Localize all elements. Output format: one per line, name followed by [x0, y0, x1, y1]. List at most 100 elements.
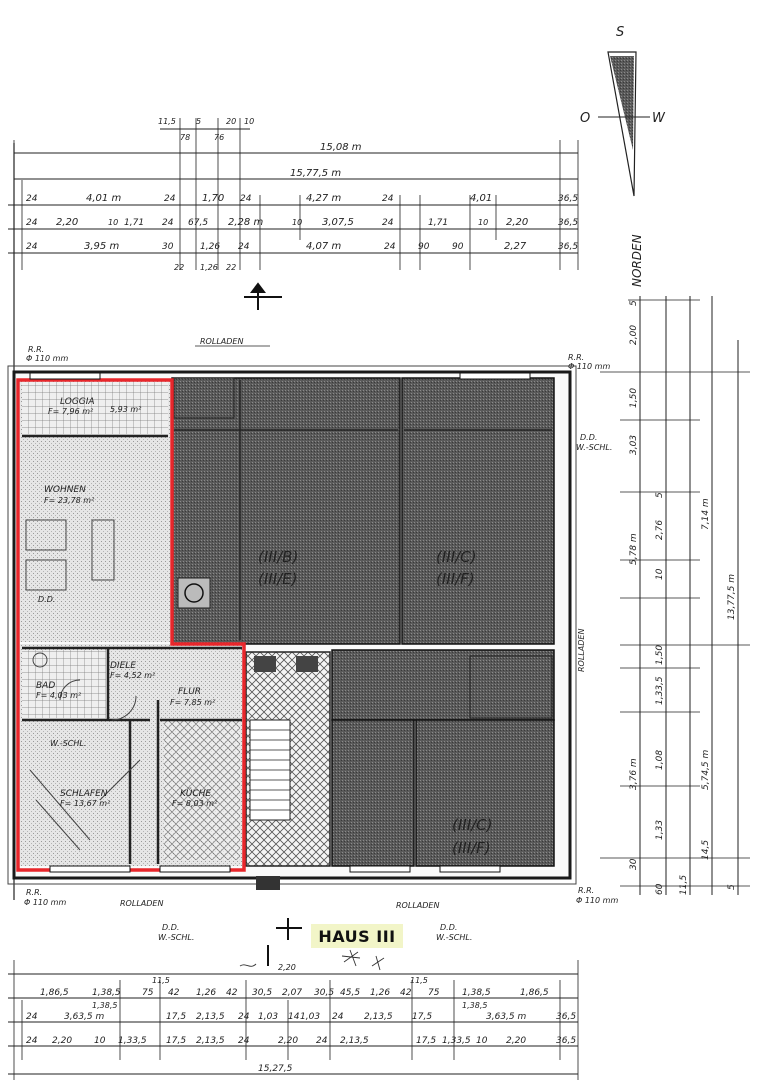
- unit-f-bottom-label: (III/F): [452, 839, 491, 857]
- svg-text:24: 24: [238, 242, 250, 252]
- svg-text:W.-SCHL.: W.-SCHL.: [50, 739, 86, 748]
- apartment-c-f-bottom: [331, 649, 555, 867]
- svg-text:22: 22: [226, 263, 236, 272]
- svg-text:1,03: 1,03: [300, 1012, 320, 1022]
- unit-labels: (III/B) (III/E) (III/C) (III/F) (III/C) …: [258, 548, 493, 857]
- svg-text:2,00: 2,00: [629, 325, 639, 345]
- svg-text:15,27,5: 15,27,5: [258, 1064, 293, 1074]
- unit-b-label: (III/B): [258, 548, 298, 566]
- compass-north: NORDEN: [630, 234, 644, 287]
- svg-text:10: 10: [292, 218, 302, 227]
- svg-text:15,77,5 m: 15,77,5 m: [290, 168, 341, 179]
- svg-text:F= 8,03 m²: F= 8,03 m²: [172, 799, 218, 808]
- svg-text:13,77,5 m: 13,77,5 m: [727, 574, 737, 620]
- svg-text:24: 24: [240, 194, 252, 204]
- svg-text:1,33,5: 1,33,5: [118, 1036, 147, 1046]
- svg-text:17,5: 17,5: [166, 1012, 186, 1022]
- svg-text:F= 4,03 m²: F= 4,03 m²: [36, 691, 82, 700]
- svg-text:4,07 m: 4,07 m: [306, 241, 341, 252]
- svg-text:F= 4,52 m²: F= 4,52 m²: [110, 671, 156, 680]
- svg-text:90: 90: [452, 242, 464, 252]
- top-dimension-labels: 11,5 5 20 10 78 76 15,08 m 15,77,5 m 24 …: [26, 117, 578, 272]
- svg-text:60: 60: [655, 883, 665, 895]
- svg-text:14: 14: [288, 1012, 300, 1022]
- svg-text:1,03: 1,03: [258, 1012, 278, 1022]
- svg-text:42: 42: [168, 988, 180, 998]
- svg-text:1,86,5: 1,86,5: [40, 988, 69, 998]
- svg-text:2,27: 2,27: [504, 241, 527, 252]
- svg-text:3,95 m: 3,95 m: [84, 241, 119, 252]
- svg-text:24: 24: [238, 1012, 250, 1022]
- svg-text:1,50: 1,50: [629, 388, 639, 408]
- svg-text:24: 24: [332, 1012, 344, 1022]
- svg-text:3,63,5 m: 3,63,5 m: [64, 1012, 104, 1022]
- svg-text:36,5: 36,5: [556, 1012, 576, 1022]
- svg-text:90: 90: [418, 242, 430, 252]
- svg-text:5,74,5 m: 5,74,5 m: [701, 750, 711, 790]
- svg-text:14,5: 14,5: [701, 840, 711, 860]
- svg-text:5: 5: [727, 884, 737, 890]
- svg-text:3,03: 3,03: [629, 435, 639, 455]
- scribble-marks: [239, 949, 385, 971]
- svg-text:5: 5: [655, 492, 665, 498]
- svg-text:2,20: 2,20: [506, 217, 528, 228]
- building-label: HAUS III: [311, 924, 403, 948]
- room-loggia: LOGGIA: [60, 397, 95, 407]
- svg-text:1,86,5: 1,86,5: [520, 988, 549, 998]
- window-bars: [29, 372, 531, 873]
- svg-text:24: 24: [26, 242, 38, 252]
- room-kueche: KÜCHE: [180, 788, 211, 799]
- unit-f-label: (III/F): [436, 570, 475, 588]
- svg-text:11,5: 11,5: [152, 976, 170, 985]
- rolladen-top-label: ROLLADEN: [200, 337, 243, 346]
- room-schlafen: SCHLAFEN: [60, 789, 108, 799]
- right-dimension-labels: 5 2,00 1,50 3,03 5 2,76 10 5,78 m 7,14 m…: [629, 300, 737, 895]
- svg-text:36,5: 36,5: [558, 242, 578, 252]
- svg-text:36,5: 36,5: [558, 194, 578, 204]
- svg-text:1,33,5: 1,33,5: [442, 1036, 471, 1046]
- svg-text:R.R.: R.R.: [568, 353, 584, 362]
- rolladen-bottom-label: ROLLADEN: [396, 901, 439, 910]
- svg-text:1,26: 1,26: [196, 988, 216, 998]
- svg-text:1,38,5: 1,38,5: [462, 988, 491, 998]
- bottom-dimensions: [8, 960, 579, 1080]
- unit-e-label: (III/E): [258, 570, 298, 588]
- svg-text:4,27 m: 4,27 m: [306, 193, 341, 204]
- svg-text:D.D.: D.D.: [580, 433, 597, 442]
- svg-text:R.R.: R.R.: [26, 888, 42, 897]
- compass: S O W NORDEN: [580, 25, 666, 287]
- svg-text:4,01 m: 4,01 m: [86, 193, 121, 204]
- svg-text:1,38,5: 1,38,5: [462, 1001, 487, 1010]
- svg-text:42: 42: [400, 988, 412, 998]
- highlight-outline: [16, 378, 246, 872]
- compass-west: W: [652, 111, 666, 126]
- svg-text:F= 13,67 m²: F= 13,67 m²: [60, 799, 111, 808]
- svg-text:1,26: 1,26: [200, 263, 218, 272]
- room-wohnen: WOHNEN: [44, 485, 86, 495]
- svg-text:D.D.: D.D.: [38, 595, 55, 604]
- svg-text:Φ 110 mm: Φ 110 mm: [568, 362, 610, 371]
- svg-text:1,71: 1,71: [124, 218, 144, 228]
- svg-text:5: 5: [196, 117, 201, 126]
- svg-text:5,93 m²: 5,93 m²: [110, 405, 142, 414]
- svg-text:F= 23,78 m²: F= 23,78 m²: [44, 496, 95, 505]
- room-diele: DIELE: [110, 661, 136, 671]
- svg-text:1,70: 1,70: [202, 193, 224, 204]
- room-labels: LOGGIA F= 7,96 m² 5,93 m² WOHNEN F= 23,7…: [36, 397, 218, 808]
- svg-text:42: 42: [226, 988, 238, 998]
- svg-text:24: 24: [26, 1012, 38, 1022]
- room-bad: BAD: [36, 681, 55, 691]
- apartment-b-e: [171, 377, 401, 645]
- section-arrow-top-icon: [244, 282, 282, 310]
- svg-text:1,33,5: 1,33,5: [655, 676, 665, 705]
- svg-text:67,5: 67,5: [188, 218, 208, 228]
- svg-text:10: 10: [244, 117, 254, 126]
- rolladen-small-label: ROLLADEN: [120, 899, 163, 908]
- svg-text:F= 7,85 m²: F= 7,85 m²: [170, 698, 216, 707]
- svg-text:17,5: 17,5: [412, 1012, 432, 1022]
- svg-text:1,08: 1,08: [655, 750, 665, 770]
- svg-text:2,76: 2,76: [655, 520, 665, 540]
- svg-text:78: 78: [180, 133, 190, 142]
- svg-text:24: 24: [384, 242, 396, 252]
- svg-text:20: 20: [226, 117, 236, 126]
